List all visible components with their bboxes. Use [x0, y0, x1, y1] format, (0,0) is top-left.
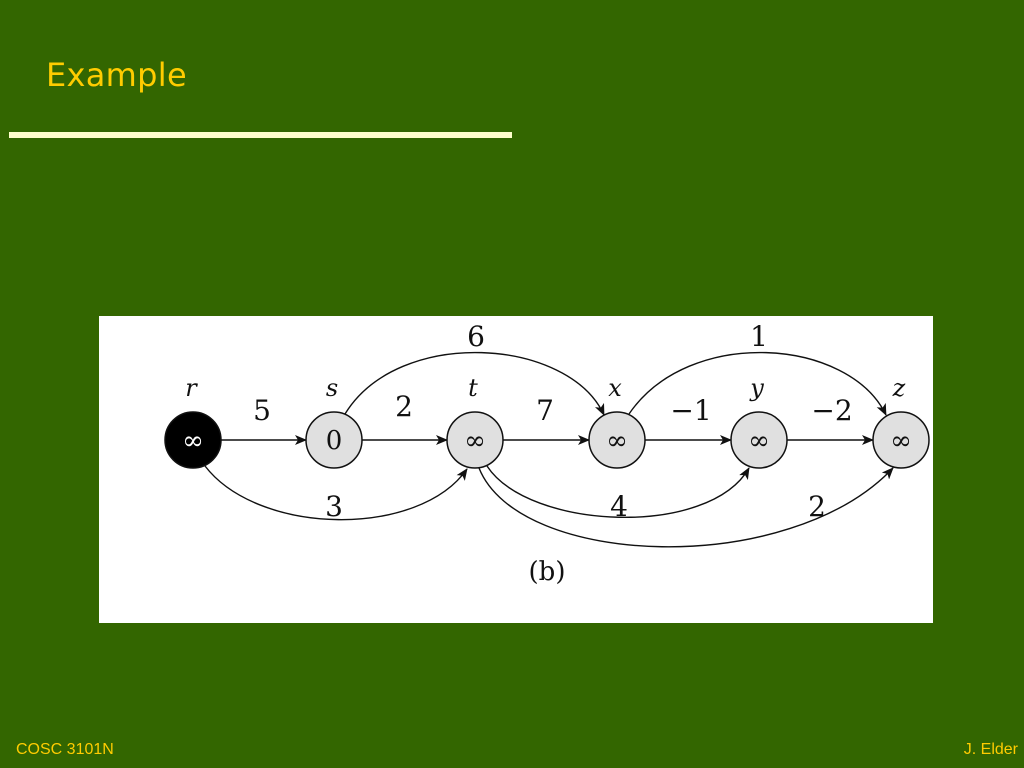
node-label-x: x	[608, 374, 622, 402]
edge-weight-x-z: 1	[750, 320, 768, 353]
edges-layer: 5 2 7 −1 −2 6 1 3 4 2	[204, 320, 894, 548]
footer-author: J. Elder	[963, 741, 1018, 758]
dag-figure: 5 2 7 −1 −2 6 1 3 4 2 ∞ r 0 s ∞ t ∞ x ∞ y ∞ z (b)	[99, 316, 933, 623]
edge-weight-r-s: 5	[253, 394, 271, 427]
node-label-s: s	[326, 374, 338, 402]
node-value-s: 0	[326, 426, 343, 456]
node-x	[588, 411, 646, 469]
node-value-r: ∞	[182, 426, 204, 456]
edge-weight-t-x: 7	[536, 394, 554, 427]
node-value-t: ∞	[464, 426, 486, 456]
node-r	[164, 411, 222, 469]
node-label-t: t	[468, 374, 478, 402]
footer-course: COSC 3101N	[16, 741, 114, 758]
edge-t-z	[478, 467, 894, 548]
node-label-y: y	[749, 374, 764, 402]
title-underline	[9, 132, 512, 138]
node-value-x: ∞	[606, 426, 628, 456]
node-value-z: ∞	[890, 426, 912, 456]
node-label-r: r	[185, 374, 198, 402]
edge-x-z	[628, 351, 887, 416]
edge-weight-s-x: 6	[467, 320, 485, 353]
nodes-layer: ∞ r 0 s ∞ t ∞ x ∞ y ∞ z	[164, 374, 930, 469]
edge-weight-y-z: −2	[811, 394, 852, 427]
node-s	[305, 411, 363, 469]
node-z	[872, 411, 930, 469]
node-value-y: ∞	[748, 426, 770, 456]
edge-t-y	[486, 465, 750, 519]
edge-weight-t-z: 2	[808, 490, 826, 523]
dag-diagram: 5 2 7 −1 −2 6 1 3 4 2 ∞ r 0 s ∞ t ∞ x ∞ y ∞ z (b)	[164, 320, 930, 587]
edge-weight-s-t: 2	[395, 390, 413, 423]
edge-weight-x-y: −1	[670, 394, 711, 427]
slide-title: Example	[46, 56, 187, 94]
node-y	[730, 411, 788, 469]
edge-weight-r-t: 3	[325, 490, 343, 523]
node-t	[446, 411, 504, 469]
edge-s-x	[344, 351, 605, 416]
figure-caption: (b)	[529, 557, 566, 587]
edge-r-t	[204, 465, 468, 521]
edge-weight-t-y: 4	[610, 490, 628, 523]
node-label-z: z	[892, 374, 906, 402]
